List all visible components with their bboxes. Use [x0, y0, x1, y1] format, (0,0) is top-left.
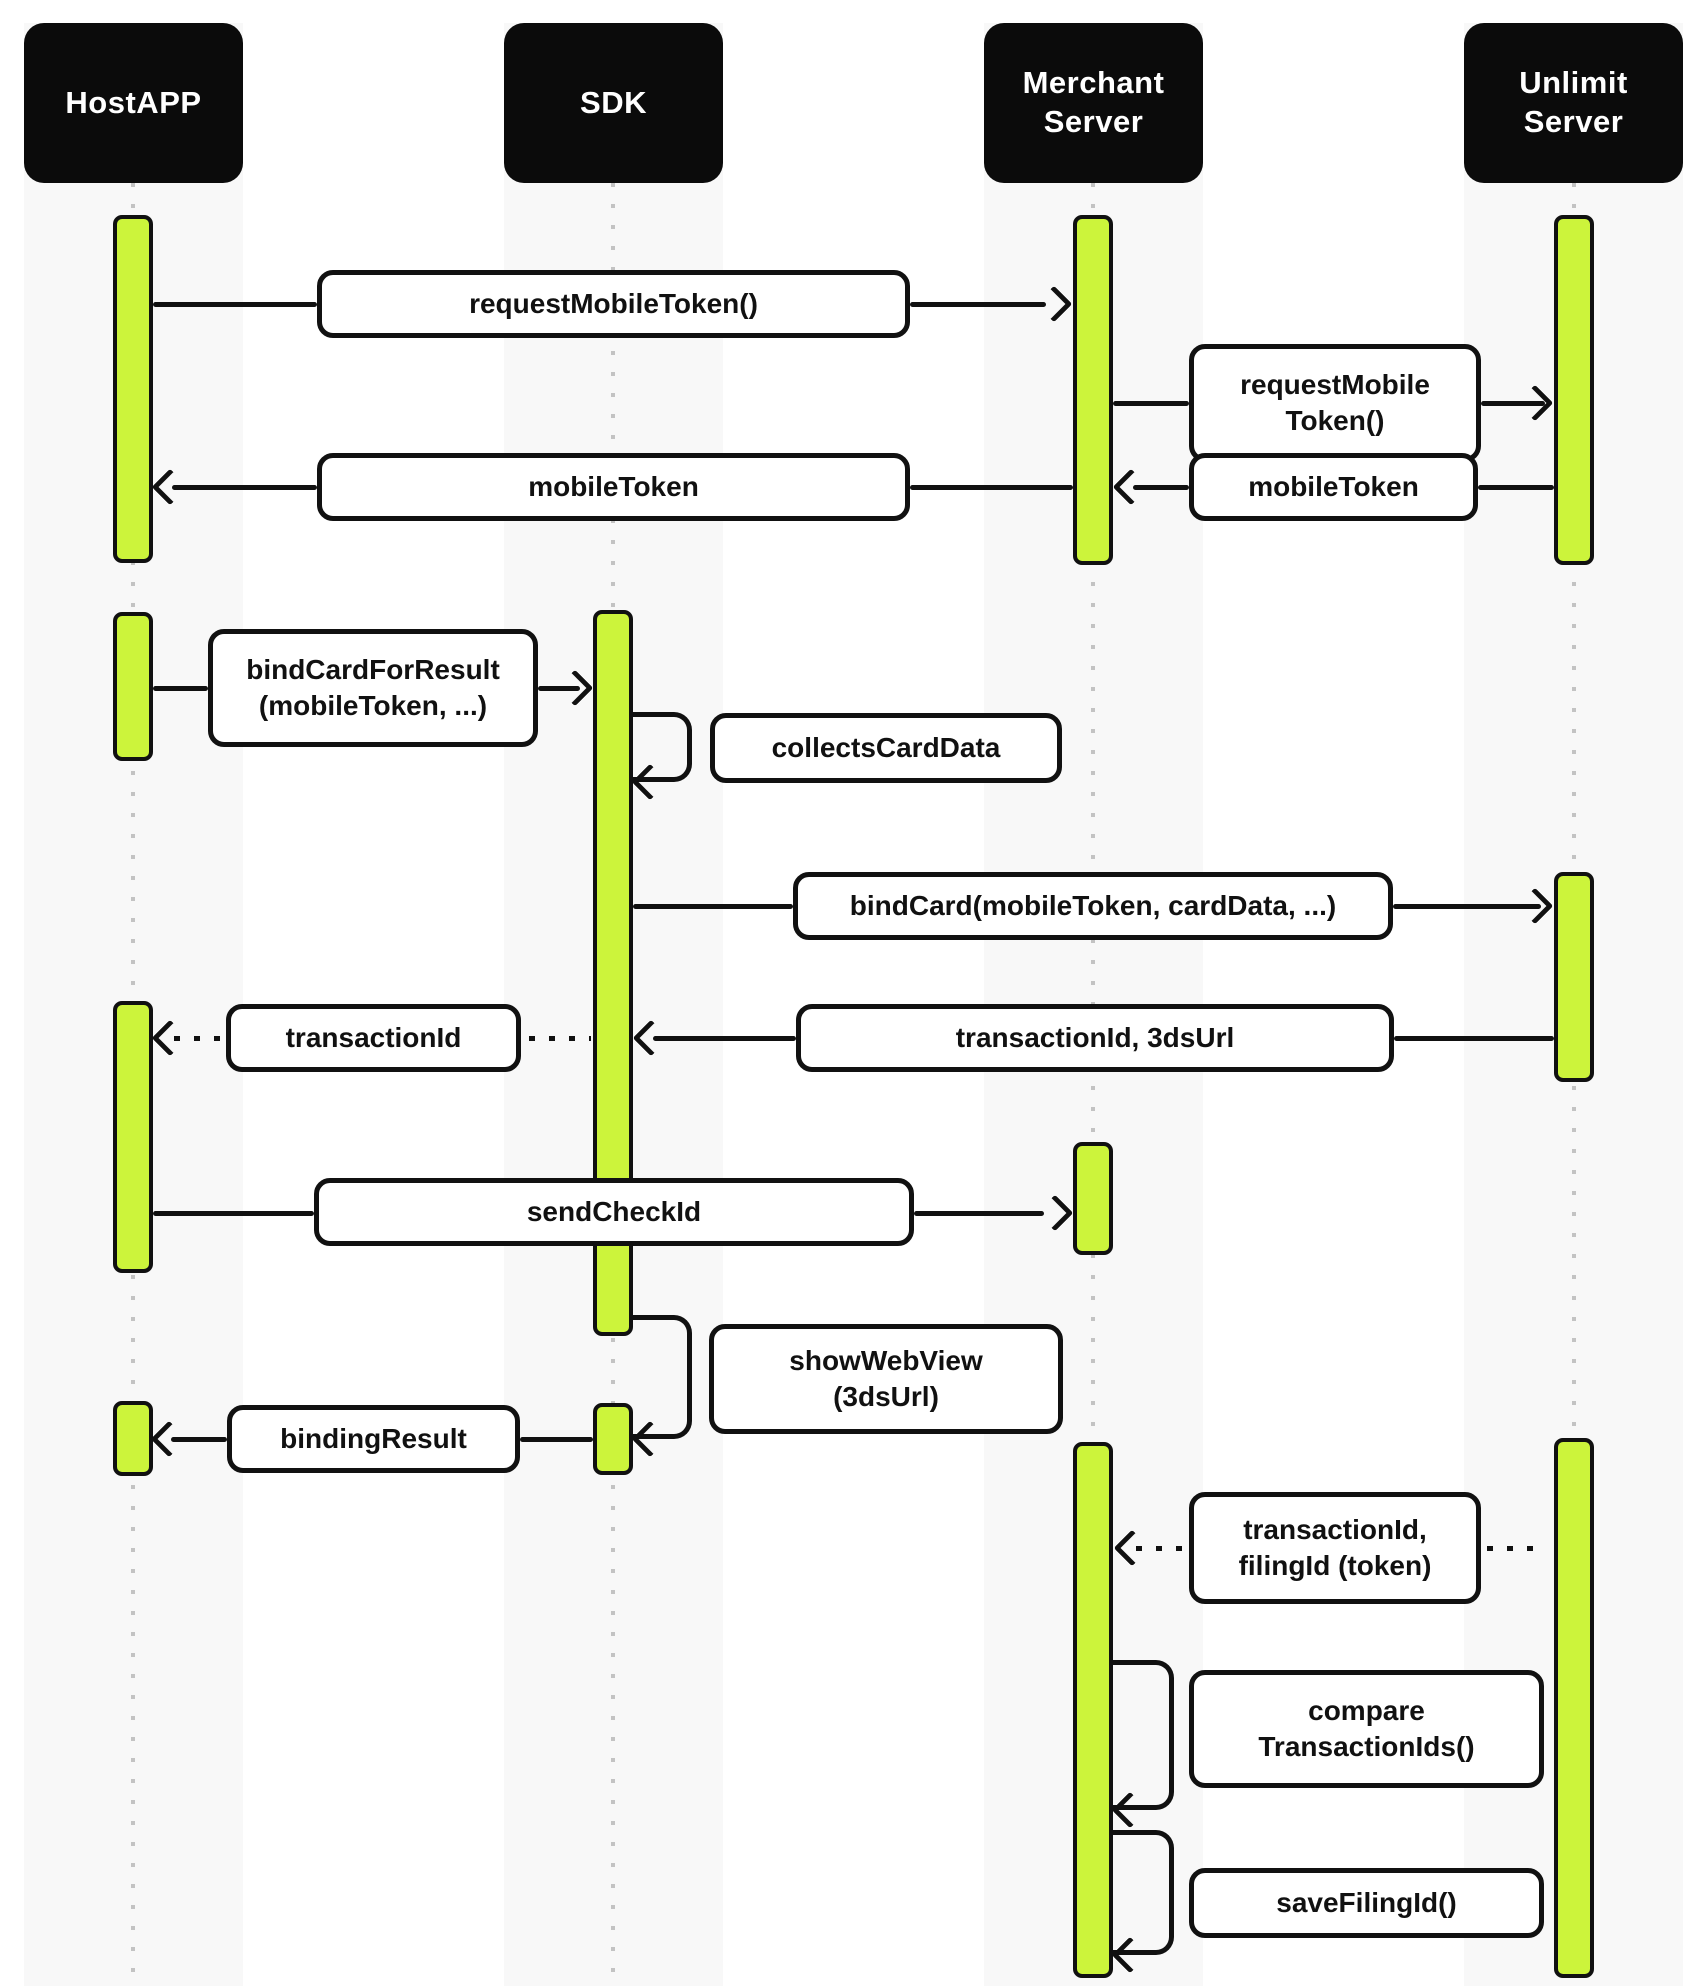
activation-bar-merchant-1 — [1073, 215, 1113, 565]
actor-sdk: SDK — [504, 23, 723, 183]
message-dotted-line — [529, 1036, 591, 1041]
message-dotted-line — [1136, 1546, 1186, 1551]
message-line — [1478, 485, 1554, 490]
activation-bar-unlimit-2 — [1554, 872, 1594, 1082]
message-line — [1394, 1036, 1554, 1041]
message-box: mobileToken — [317, 453, 910, 521]
actor-hostapp-label: HostAPP — [65, 84, 202, 120]
activation-bar-sdk-2 — [593, 1403, 633, 1475]
message-box: transactionId — [226, 1004, 521, 1072]
message-dotted-line — [174, 1036, 224, 1041]
activation-bar-unlimit-3 — [1554, 1438, 1594, 1978]
message-box: showWebView (3dsUrl) — [709, 1324, 1063, 1434]
actor-unlimit-server: Unlimit Server — [1464, 23, 1683, 183]
message-line — [910, 302, 1046, 307]
message-line — [1113, 401, 1189, 406]
message-line — [172, 485, 317, 490]
message-box: bindCard(mobileToken, cardData, ...) — [793, 872, 1393, 940]
message-line — [653, 1036, 796, 1041]
self-call-loop — [1108, 1660, 1174, 1810]
message-line — [153, 302, 317, 307]
actor-unlimit-server-label: Unlimit Server — [1519, 65, 1628, 139]
lifeline-unlimit-server — [1572, 183, 1576, 1986]
activation-bar-hostapp-1 — [113, 215, 153, 563]
message-line — [914, 1211, 1044, 1216]
self-call-loop — [628, 712, 692, 782]
actor-merchant-server-label: Merchant Server — [1022, 65, 1165, 139]
actor-sdk-label: SDK — [580, 84, 647, 120]
message-box: transactionId, filingId (token) — [1189, 1492, 1481, 1604]
message-box: bindingResult — [227, 1405, 520, 1473]
message-line — [153, 686, 208, 691]
message-line — [538, 686, 580, 691]
lifeline-merchant-server — [1091, 183, 1095, 1986]
actor-hostapp: HostAPP — [24, 23, 243, 183]
message-box: requestMobileToken() — [317, 270, 910, 338]
actor-merchant-server: Merchant Server — [984, 23, 1203, 183]
activation-bar-hostapp-3 — [113, 1001, 153, 1273]
message-line — [633, 904, 793, 909]
message-box: compare TransactionIds() — [1189, 1670, 1544, 1788]
message-box: collectsCardData — [710, 713, 1062, 783]
message-line — [910, 485, 1073, 490]
message-box: bindCardForResult (mobileToken, ...) — [208, 629, 538, 747]
activation-bar-hostapp-4 — [113, 1401, 153, 1476]
message-box: transactionId, 3dsUrl — [796, 1004, 1394, 1072]
message-box: sendCheckId — [314, 1178, 914, 1246]
self-call-loop — [1108, 1830, 1174, 1955]
message-dotted-line — [1487, 1546, 1543, 1551]
activation-bar-merchant-2 — [1073, 1142, 1113, 1255]
activation-bar-unlimit-1 — [1554, 215, 1594, 565]
message-box: mobileToken — [1189, 453, 1478, 521]
message-line — [153, 1211, 314, 1216]
message-box: requestMobile Token() — [1189, 344, 1481, 462]
message-line — [1393, 904, 1541, 909]
message-box: saveFilingId() — [1189, 1868, 1544, 1938]
message-line — [1133, 485, 1189, 490]
activation-bar-merchant-long — [1073, 1442, 1113, 1978]
message-line — [520, 1437, 593, 1442]
message-line — [171, 1437, 227, 1442]
self-call-loop — [628, 1315, 692, 1439]
activation-bar-hostapp-2 — [113, 612, 153, 761]
message-line — [1481, 401, 1545, 406]
